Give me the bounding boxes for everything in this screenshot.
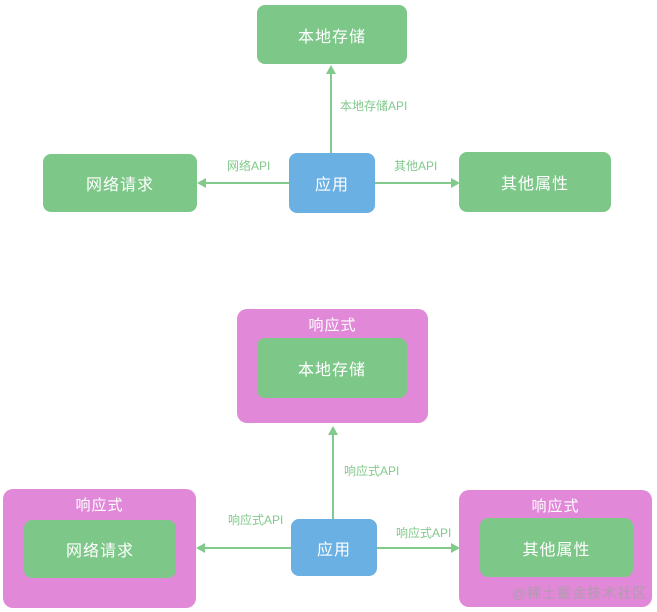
- node-reactive-network-request-label: 网络请求: [65, 543, 134, 560]
- node-reactive-network-request: 网络请求: [24, 520, 176, 578]
- node-reactive-other-properties-label: 其他属性: [522, 541, 591, 559]
- node-network-request-label: 网络请求: [85, 177, 154, 194]
- node-reactive-local-storage: 本地存储: [257, 338, 407, 398]
- node-local-storage: 本地存储: [257, 5, 407, 64]
- node-reactive-local-storage-label: 本地存储: [297, 362, 366, 379]
- watermark: @稀土掘金技术社区: [512, 585, 648, 601]
- wrapper-reactive-label: 响应式: [308, 317, 357, 334]
- node-network-request: 网络请求: [43, 154, 197, 212]
- edge-label-reactive-api-left: 响应式API: [228, 513, 284, 527]
- edge-app-to-reactive-network-request: [205, 547, 291, 549]
- node-other-properties: 其他属性: [459, 152, 611, 212]
- node-app-reactive: 应用: [291, 519, 377, 576]
- node-reactive-other-properties: 其他属性: [480, 518, 633, 577]
- node-local-storage-label: 本地存储: [297, 28, 366, 46]
- edge-app-to-other-properties: [375, 182, 451, 184]
- node-other-properties-label: 其他属性: [500, 176, 569, 193]
- node-app-label: 应用: [314, 177, 349, 194]
- arrowhead-left-icon: [196, 543, 205, 553]
- arrowhead-up-icon: [326, 65, 336, 74]
- arrowhead-right-icon: [451, 543, 460, 553]
- wrapper-reactive-network-request: 响应式 网络请求: [3, 489, 196, 608]
- arrowhead-left-icon: [197, 178, 206, 188]
- edge-label-other-api: 其他API: [394, 159, 438, 173]
- edge-label-reactive-api-right: 响应式API: [396, 526, 452, 540]
- edge-label-reactive-api-up: 响应式API: [344, 464, 400, 478]
- edge-app-to-reactive-local-storage: [332, 435, 334, 519]
- wrapper-reactive-label: 响应式: [531, 498, 580, 515]
- wrapper-reactive-other-properties: 响应式 其他属性: [459, 490, 652, 607]
- edge-label-network-api: 网络API: [227, 159, 271, 173]
- node-app: 应用: [289, 153, 375, 213]
- wrapper-reactive-local-storage: 响应式 本地存储: [237, 309, 428, 423]
- edge-label-local-storage-api: 本地存储API: [340, 99, 408, 113]
- node-app-reactive-label: 应用: [316, 541, 351, 559]
- edge-app-to-reactive-other-properties: [377, 547, 451, 549]
- arrowhead-up-icon: [328, 426, 338, 435]
- wrapper-reactive-label: 响应式: [75, 497, 124, 514]
- edge-app-to-network-request: [206, 182, 289, 184]
- arrowhead-right-icon: [451, 178, 460, 188]
- edge-app-to-local-storage: [330, 74, 332, 153]
